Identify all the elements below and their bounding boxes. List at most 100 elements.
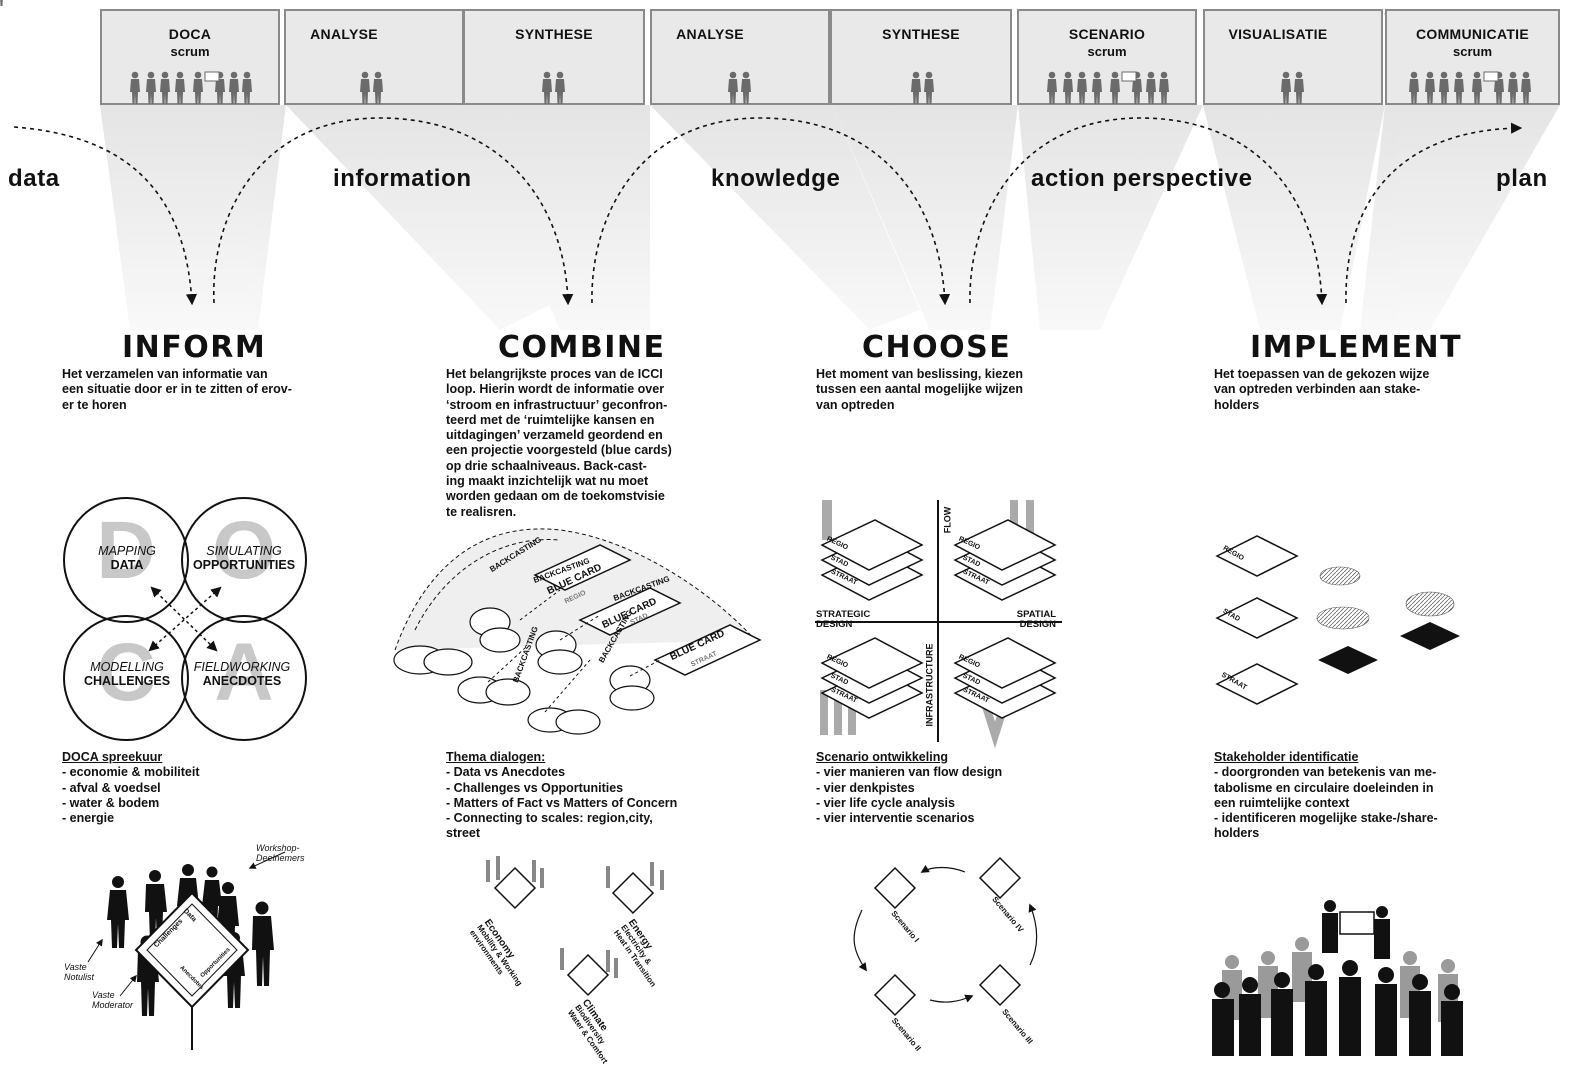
list-item: street	[446, 826, 481, 841]
description-line: ing maakt inzichtelijk wat nu moet	[446, 474, 649, 489]
workshop-participants-label: Workshop- Deelnemers	[256, 843, 305, 863]
panel-visualisatie: VISUALISATIE	[1203, 9, 1383, 105]
description-line: holders	[1214, 397, 1260, 412]
matrix-infrastructure-label: INFRASTRUCTURE	[924, 643, 935, 727]
description-line: ‘stroom en infrastructuur’ geconfron-	[446, 397, 668, 412]
label-line: STRATEGIC	[816, 609, 871, 620]
implement-layers	[1215, 535, 1460, 705]
list-item: - vier manieren van flow design	[816, 765, 1003, 780]
list-item: - Connecting to scales: region,city,	[446, 811, 653, 826]
phase-title-implement: IMPLEMENT	[1250, 330, 1463, 365]
panel-people-figures	[130, 71, 1531, 104]
doca-label-top: MODELLING	[90, 660, 164, 674]
description-line: Het moment van beslissing, kiezen	[816, 367, 1024, 381]
matrix-strategic-label: STRATEGIC DESIGN	[816, 610, 870, 630]
panel-people	[0, 0, 3, 6]
panel-title: SYNTHESE	[515, 26, 593, 42]
list-title: Scenario ontwikkeling	[816, 750, 948, 764]
list-title: DOCA spreekuur	[62, 750, 163, 764]
doca-label-modelling: MODELLING CHALLENGES	[76, 660, 178, 688]
list-item: - identificeren mogelijke stake-/share-	[1214, 811, 1438, 826]
label-line: DESIGN	[1019, 619, 1056, 630]
doca-label-fieldworking: FIELDWORKING ANECDOTES	[190, 660, 294, 688]
stakeholder-crowd	[1212, 900, 1463, 1056]
choose-matrix	[815, 500, 1062, 749]
phase-description-combine: Het belangrijkste proces van de ICCI loo…	[446, 367, 672, 520]
list-item: - doorgronden van betekenis van me-	[1214, 765, 1437, 780]
description-line: een projectie voorgesteld (blue cards)	[446, 443, 672, 458]
doca-big-letter: C	[96, 627, 155, 718]
list-item: tabolisme en circulaire doeleinden in	[1214, 780, 1434, 795]
panel-subtitle: scrum	[1452, 44, 1493, 59]
theme-clusters	[486, 856, 664, 997]
description-line: van optreden verbinden aan stake-	[1214, 382, 1421, 397]
phase-description-implement: Het toepassen van de gekozen wijze van o…	[1214, 367, 1429, 413]
stage-action-perspective: action perspective	[1031, 165, 1253, 192]
phase-description-inform: Het verzamelen van informatie van een si…	[62, 367, 292, 413]
list-item: - water & bodem	[62, 795, 160, 810]
label-line: Notulist	[64, 972, 95, 982]
doca-label-bottom: CHALLENGES	[83, 674, 171, 688]
panel-title: ANALYSE	[676, 26, 744, 42]
label-line: Moderator	[92, 1000, 134, 1010]
panel-title: VISUALISATIE	[1228, 26, 1328, 42]
doca-diagram: D O C A	[63, 497, 307, 741]
doca-label-bottom: OPPORTUNITIES	[192, 558, 296, 572]
description-line: tussen een aantal mogelijke wijzen	[816, 382, 1024, 397]
description-line: teerd met de ‘ruimtelijke kansen en	[446, 412, 655, 427]
description-line: op drie schaalniveaus. Back-cast-	[446, 458, 647, 473]
phase-title-combine: COMBINE	[498, 330, 666, 365]
panel-synthese-1: SYNTHESE	[463, 9, 645, 105]
panel-synthese-2: SYNTHESE	[830, 9, 1012, 105]
list-item: - vier denkpistes	[816, 780, 915, 795]
workshop-notulist-label: Vaste Notulist	[64, 962, 94, 982]
combine-illustration	[393, 528, 762, 735]
list-item: - Data vs Anecdotes	[446, 765, 566, 780]
description-line: Het belangrijkste proces van de ICCI	[446, 367, 663, 381]
scenario-cycle	[853, 856, 1038, 1017]
stage-data: data	[8, 165, 60, 192]
panel-title: SYNTHESE	[882, 26, 960, 42]
description-line: een situatie door er in te zitten of ero…	[62, 382, 292, 397]
list-item: - energie	[62, 811, 115, 826]
doca-label-top: MAPPING	[98, 544, 156, 558]
list-item: holders	[1214, 826, 1260, 841]
doca-big-letter: D	[96, 505, 155, 596]
description-line: te realisren.	[446, 504, 517, 519]
doca-label-bottom: DATA	[110, 558, 144, 572]
projection-funnels	[100, 105, 1560, 330]
list-item: - vier life cycle analysis	[816, 795, 955, 810]
description-line: worden gedaan om de toekomstvisie	[446, 489, 665, 504]
workshop-illustration	[87, 851, 286, 1050]
list-item: - economie & mobiliteit	[62, 765, 200, 780]
doca-label-top: SIMULATING	[206, 544, 282, 558]
phase-title-inform: INFORM	[122, 330, 267, 365]
panel-title: COMMUNICATIE	[1416, 26, 1529, 42]
matrix-flow-label: FLOW	[942, 506, 953, 534]
panel-title: ANALYSE	[310, 26, 378, 42]
list-item: - afval & voedsel	[62, 780, 161, 795]
flow-arcs	[13, 117, 1523, 306]
stage-information: information	[333, 165, 472, 192]
list-inform: DOCA spreekuur - economie & mobiliteit -…	[62, 750, 200, 826]
list-combine: Thema dialogen: - Data vs Anecdotes - Ch…	[446, 750, 677, 842]
list-implement: Stakeholder identificatie - doorgronden …	[1214, 750, 1438, 842]
label-line: DESIGN	[816, 619, 853, 630]
description-line: uitdagingen’ verzameld geordend en	[446, 428, 663, 443]
label-line: Workshop-	[256, 843, 300, 853]
list-item: - Matters of Fact vs Matters of Concern	[446, 795, 678, 810]
list-item: - vier interventie scenarios	[816, 811, 975, 826]
list-item: een ruimtelijke context	[1214, 795, 1350, 810]
list-item: - Challenges vs Opportunities	[446, 780, 624, 795]
description-line: loop. Hierin wordt de informatie over	[446, 382, 665, 397]
description-line: van optreden	[816, 397, 895, 412]
doca-big-letter: A	[214, 627, 273, 718]
stage-plan: plan	[1496, 165, 1548, 192]
doca-big-letter: O	[212, 505, 276, 596]
doca-label-top: FIELDWORKING	[193, 660, 291, 674]
list-title: Stakeholder identificatie	[1214, 750, 1359, 764]
description-line: Het verzamelen van informatie van	[62, 367, 268, 381]
matrix-spatial-label: SPATIAL DESIGN	[1004, 610, 1056, 630]
panel-subtitle: scrum	[170, 44, 210, 59]
